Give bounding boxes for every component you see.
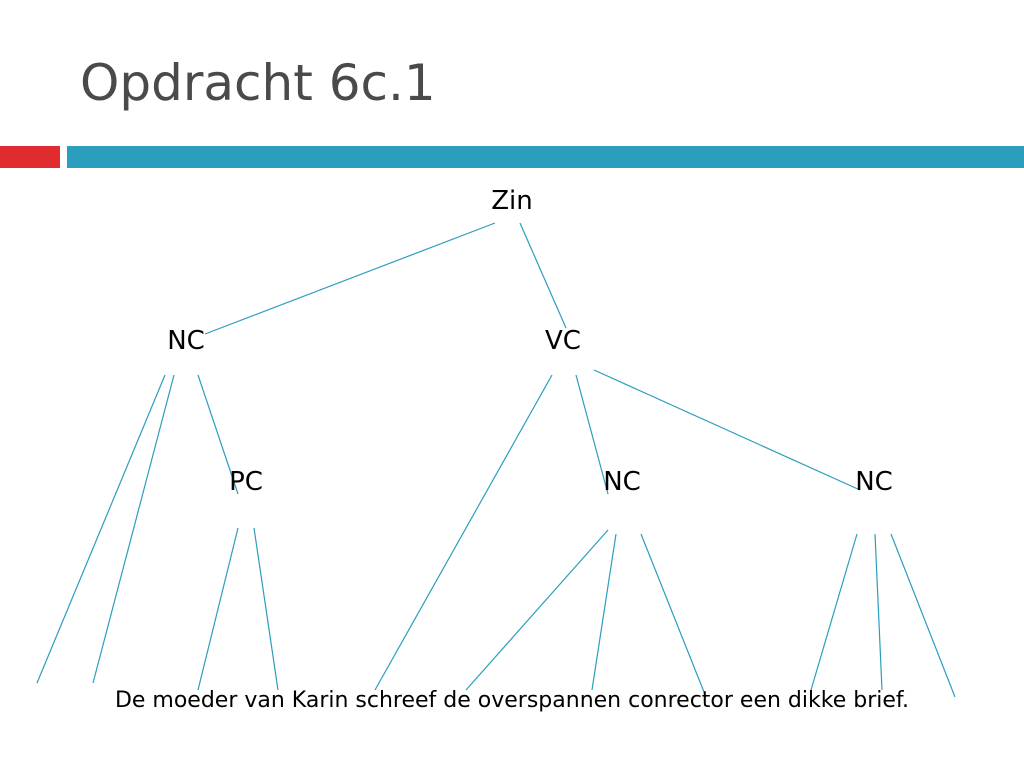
edge-nc-moeder xyxy=(92,374,175,684)
accent-bar-red xyxy=(0,146,60,168)
edge-vc-schreef xyxy=(374,374,553,691)
edge-vc-nc1 xyxy=(575,374,609,495)
edge-zin-vc xyxy=(519,222,567,329)
edge-nc1-de xyxy=(465,529,609,691)
edge-nc-de xyxy=(36,374,166,684)
accent-bar-blue xyxy=(67,146,1024,168)
edge-nc2-brief xyxy=(890,533,956,698)
edge-nc2-een xyxy=(810,533,858,691)
example-sentence: De moeder van Karin schreef de overspann… xyxy=(114,688,910,713)
edge-nc-pc xyxy=(197,374,239,495)
node-vc: VC xyxy=(545,326,581,356)
node-nc-object-2: NC xyxy=(855,467,893,497)
edge-pc-van xyxy=(197,527,239,691)
edge-nc1-conrector xyxy=(640,533,707,698)
edge-pc-karin xyxy=(253,527,279,691)
edge-nc2-dikke xyxy=(874,533,883,691)
edge-vc-nc2 xyxy=(593,369,861,491)
node-zin: Zin xyxy=(491,186,533,216)
edge-nc1-overspannen xyxy=(591,533,617,691)
slide-title: Opdracht 6c.1 xyxy=(80,54,436,112)
node-pc: PC xyxy=(229,467,263,497)
node-nc-subject: NC xyxy=(167,326,205,356)
node-nc-object-1: NC xyxy=(603,467,641,497)
edge-zin-nc xyxy=(204,222,496,335)
